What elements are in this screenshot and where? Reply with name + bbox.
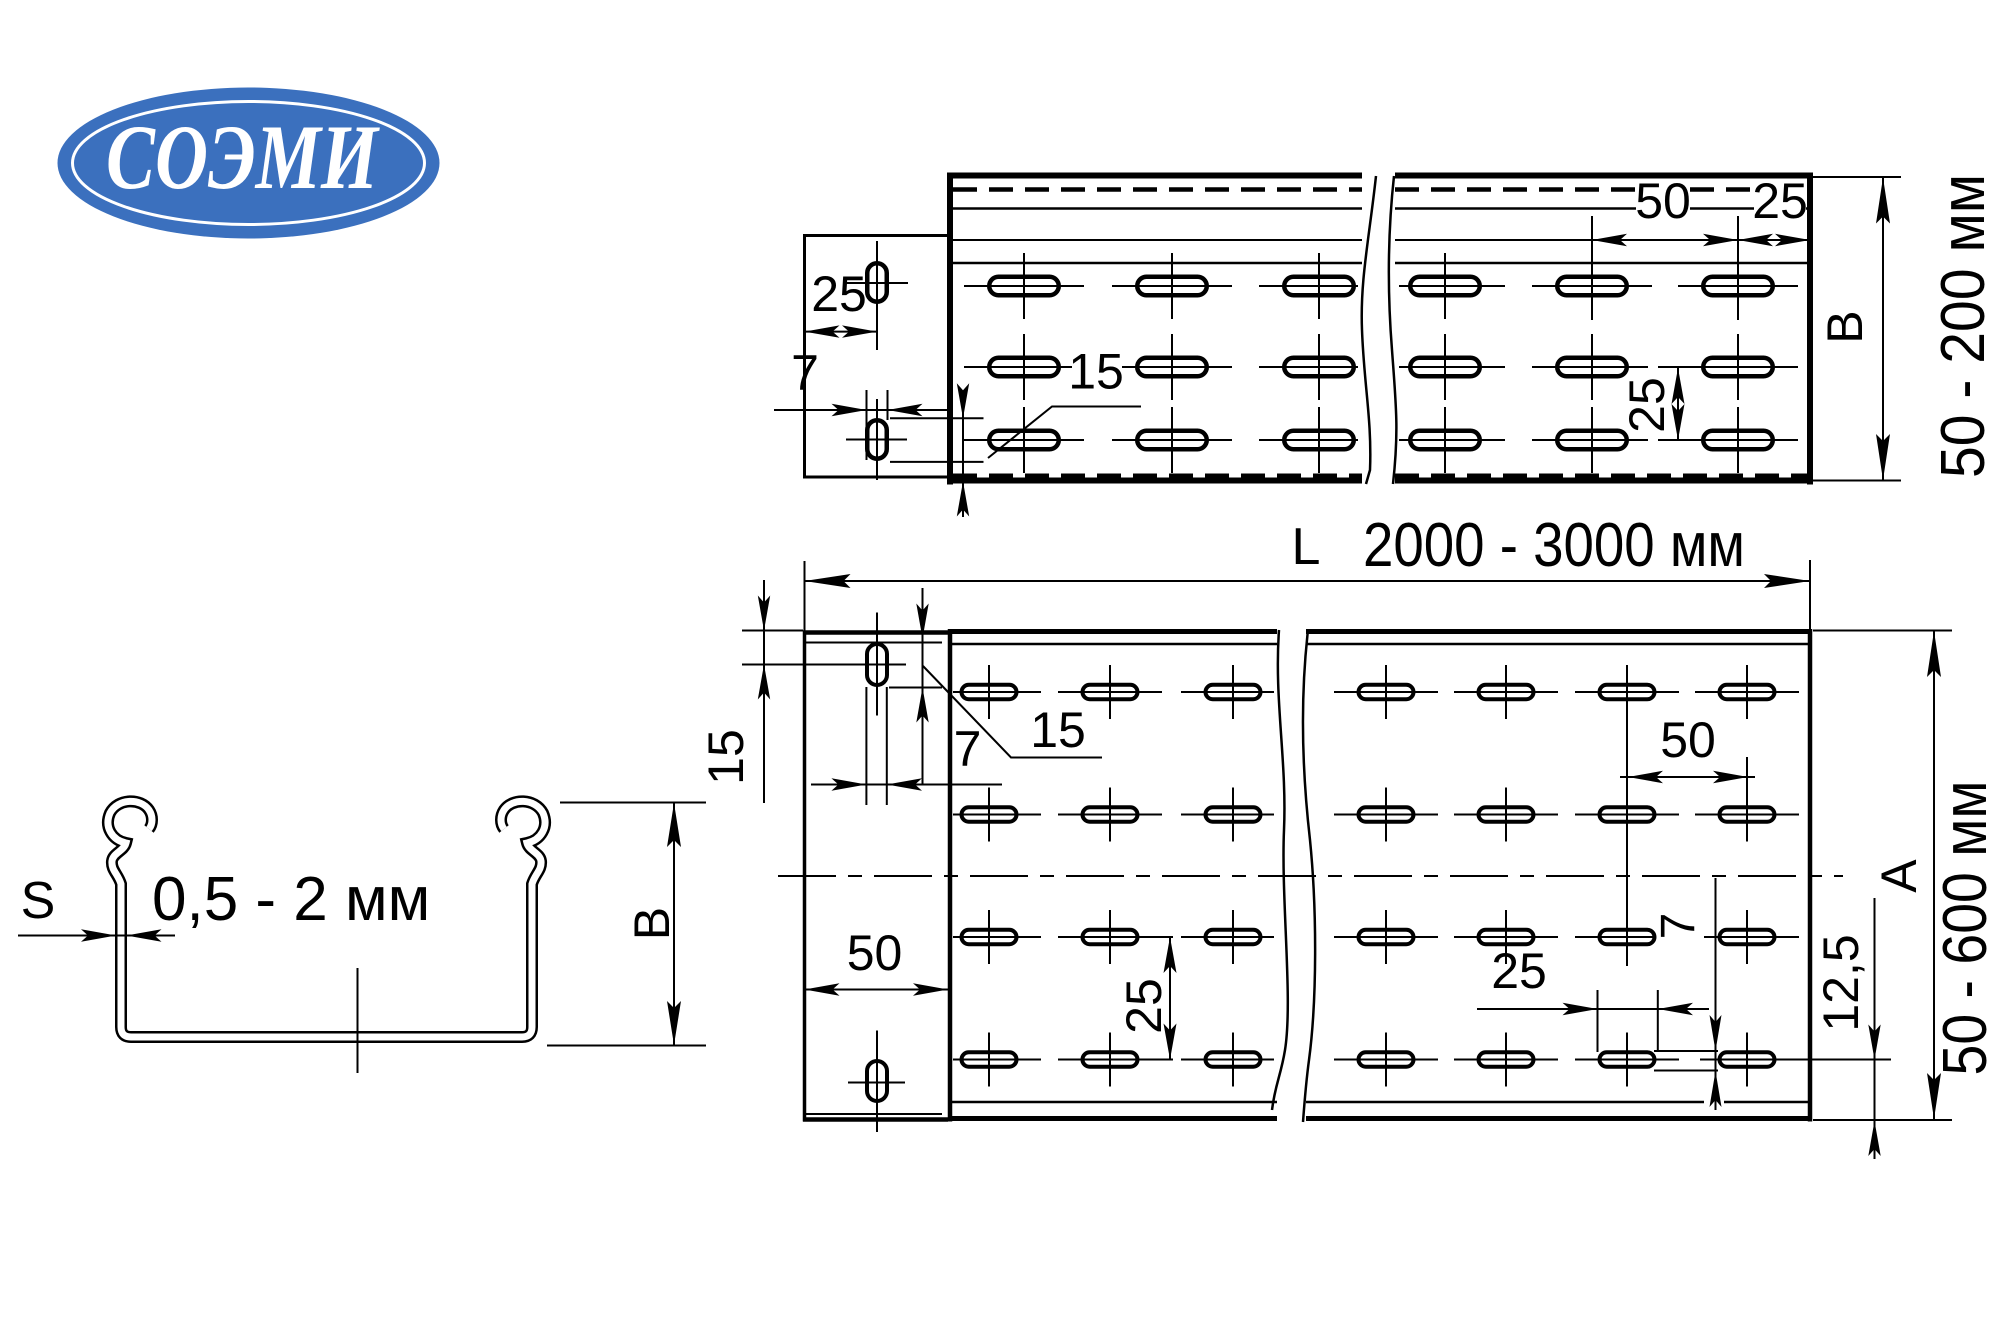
svg-text:L: L (1292, 518, 1321, 576)
svg-text:7: 7 (954, 721, 982, 777)
svg-text:B: B (624, 907, 680, 940)
svg-text:50: 50 (1635, 173, 1691, 229)
svg-text:15: 15 (1030, 702, 1086, 758)
svg-text:50: 50 (847, 925, 903, 981)
svg-text:7: 7 (1652, 913, 1705, 940)
svg-text:25: 25 (1491, 943, 1547, 999)
svg-text:25: 25 (1752, 173, 1808, 229)
svg-text:15: 15 (1068, 344, 1124, 400)
svg-text:15: 15 (698, 729, 754, 785)
svg-text:0,5 - 2 мм: 0,5 - 2 мм (152, 865, 430, 934)
svg-text:50: 50 (1660, 712, 1716, 768)
svg-text:2000 - 3000 мм: 2000 - 3000 мм (1363, 511, 1745, 580)
svg-text:25: 25 (1619, 377, 1675, 433)
svg-text:B: B (1817, 310, 1873, 343)
svg-text:A: A (1871, 859, 1927, 893)
svg-text:12,5: 12,5 (1813, 934, 1869, 1031)
svg-text:25: 25 (811, 266, 867, 322)
svg-text:50 - 200 мм: 50 - 200 мм (1929, 174, 1998, 478)
svg-text:50 - 600 мм: 50 - 600 мм (1931, 781, 2000, 1076)
svg-text:7: 7 (791, 345, 819, 401)
svg-text:S: S (21, 872, 56, 930)
svg-text:25: 25 (1116, 978, 1172, 1034)
svg-text:СОЭМИ: СОЭМИ (106, 106, 380, 208)
